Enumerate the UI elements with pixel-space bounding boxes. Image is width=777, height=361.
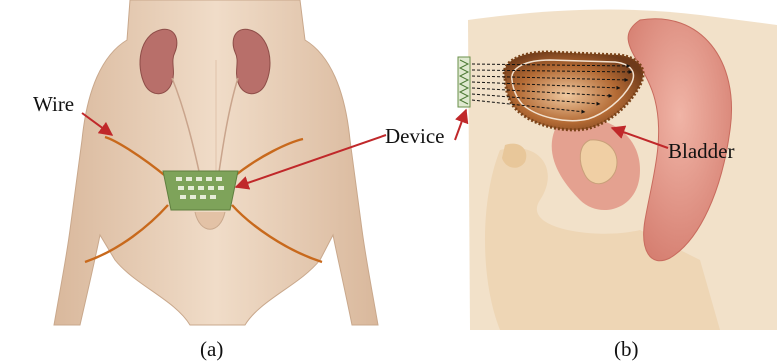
external-patch [458, 57, 470, 107]
device-label: Device [385, 124, 444, 148]
implant-device [163, 171, 238, 210]
panel-b: Bladder (b) [455, 10, 777, 361]
panel-b-caption: (b) [614, 337, 639, 361]
panel-a-caption: (a) [200, 337, 223, 361]
panel-a: Wire Device (a) [33, 0, 444, 361]
bladder-label: Bladder [668, 139, 734, 163]
patch-arrow [455, 110, 466, 140]
wire-label: Wire [33, 92, 74, 116]
